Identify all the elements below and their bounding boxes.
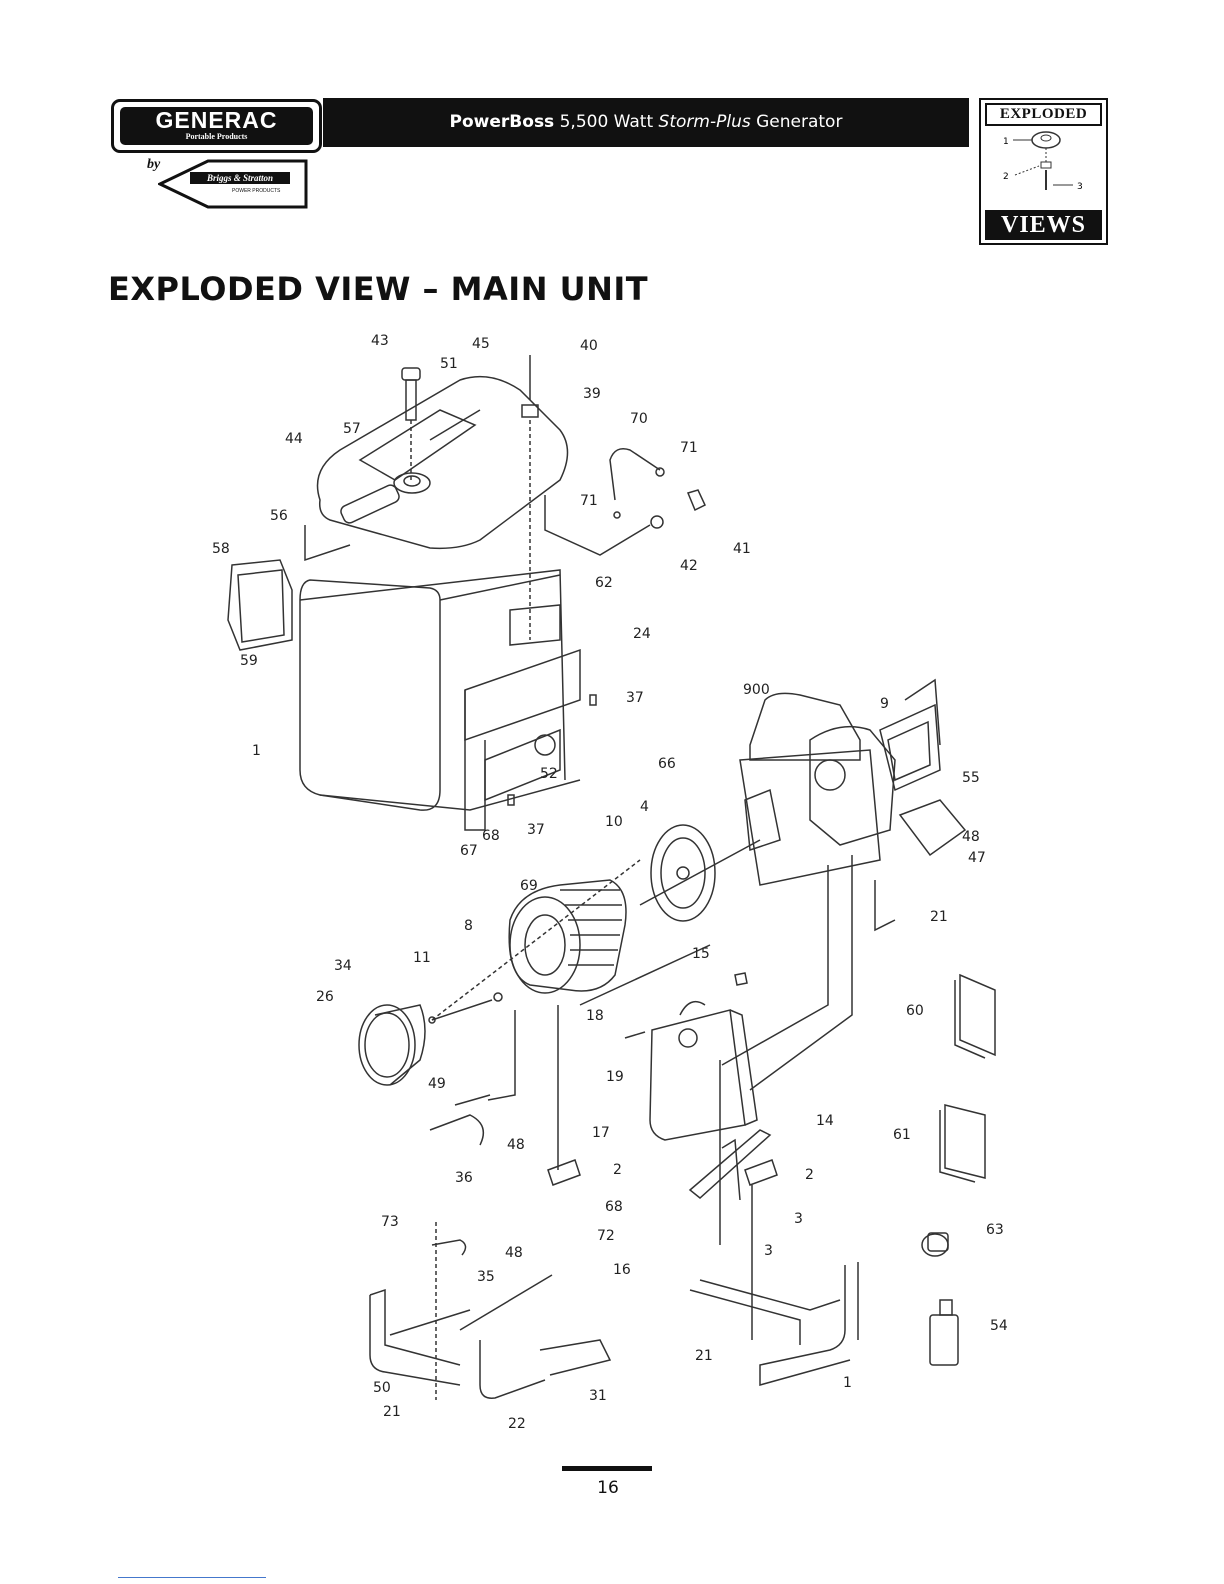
callout-3: 3 xyxy=(794,1211,803,1227)
callout-66: 66 xyxy=(658,756,676,772)
badge-num-2: 2 xyxy=(1003,172,1009,182)
callout-17: 17 xyxy=(592,1125,610,1141)
badge-num-1: 1 xyxy=(1003,137,1009,147)
callout-11: 11 xyxy=(413,950,431,966)
callout-900: 900 xyxy=(743,682,770,698)
by-label: by xyxy=(147,157,161,172)
callout-37: 37 xyxy=(626,690,644,706)
callout-19: 19 xyxy=(606,1069,624,1085)
title-bold: PowerBoss xyxy=(449,112,555,132)
page-number: 16 xyxy=(597,1478,619,1498)
callout-14: 14 xyxy=(816,1113,834,1129)
callout-40: 40 xyxy=(580,338,598,354)
logo-inner: GENERAC Portable Products xyxy=(120,107,313,145)
callout-45: 45 xyxy=(472,336,490,352)
callout-1: 1 xyxy=(843,1375,852,1391)
badge-top-label: EXPLODED xyxy=(985,103,1102,126)
callout-49: 49 xyxy=(428,1076,446,1092)
callout-61: 61 xyxy=(893,1127,911,1143)
partner-brand: Briggs & Stratton xyxy=(190,172,290,184)
callout-15: 15 xyxy=(692,946,710,962)
callout-47: 47 xyxy=(968,850,986,866)
callout-57: 57 xyxy=(343,421,361,437)
logo-sub: Portable Products xyxy=(185,132,248,141)
callout-43: 43 xyxy=(371,333,389,349)
title-italic: Storm-Plus xyxy=(658,112,751,132)
callout-10: 10 xyxy=(605,814,623,830)
callout-48: 48 xyxy=(962,829,980,845)
callout-60: 60 xyxy=(906,1003,924,1019)
callout-42: 42 xyxy=(680,558,698,574)
callout-21: 21 xyxy=(383,1404,401,1420)
badge-parts-icon: 1 2 3 xyxy=(1003,131,1083,192)
callout-68: 68 xyxy=(482,828,500,844)
callout-2: 2 xyxy=(613,1162,622,1178)
callout-58: 58 xyxy=(212,541,230,557)
callout-36: 36 xyxy=(455,1170,473,1186)
callout-63: 63 xyxy=(986,1222,1004,1238)
callout-51: 51 xyxy=(440,356,458,372)
callout-1: 1 xyxy=(252,743,261,759)
callout-56: 56 xyxy=(270,508,288,524)
callout-67: 67 xyxy=(460,843,478,859)
callout-70: 70 xyxy=(630,411,648,427)
generac-logo: GENERAC Portable Products xyxy=(111,99,322,153)
callout-72: 72 xyxy=(597,1228,615,1244)
callout-71: 71 xyxy=(580,493,598,509)
page-title: EXPLODED VIEW – MAIN UNIT xyxy=(108,270,649,308)
callout-34: 34 xyxy=(334,958,352,974)
badge-bottom-label: VIEWS xyxy=(985,210,1102,240)
callout-9: 9 xyxy=(880,696,889,712)
diagram-artwork xyxy=(227,355,996,1400)
callout-68: 68 xyxy=(605,1199,623,1215)
title-end: Generator xyxy=(756,112,843,132)
callout-35: 35 xyxy=(477,1269,495,1285)
product-title: PowerBoss 5,500 Watt Storm-Plus Generato… xyxy=(323,98,969,147)
callout-2: 2 xyxy=(805,1167,814,1183)
callout-22: 22 xyxy=(508,1416,526,1432)
briggs-stratton-diamond-icon xyxy=(158,159,308,209)
page-number-bar xyxy=(562,1466,652,1471)
callout-52: 52 xyxy=(540,766,558,782)
callout-59: 59 xyxy=(240,653,258,669)
callout-3: 3 xyxy=(764,1243,773,1259)
callout-31: 31 xyxy=(589,1388,607,1404)
callout-26: 26 xyxy=(316,989,334,1005)
callout-8: 8 xyxy=(464,918,473,934)
callout-50: 50 xyxy=(373,1380,391,1396)
callout-71: 71 xyxy=(680,440,698,456)
callout-73: 73 xyxy=(381,1214,399,1230)
callout-18: 18 xyxy=(586,1008,604,1024)
callout-41: 41 xyxy=(733,541,751,557)
callout-48: 48 xyxy=(507,1137,525,1153)
callout-24: 24 xyxy=(633,626,651,642)
exploded-view-diagram: 4345405139574470717141425658622459379009… xyxy=(212,333,1008,1432)
callout-21: 21 xyxy=(695,1348,713,1364)
callout-69: 69 xyxy=(520,878,538,894)
partner-sub: POWER PRODUCTS xyxy=(232,188,281,194)
badge-num-3: 3 xyxy=(1077,182,1083,192)
bottom-link-underline[interactable] xyxy=(118,1577,266,1578)
callout-4: 4 xyxy=(640,799,649,815)
callout-37: 37 xyxy=(527,822,545,838)
logo-brand: GENERAC xyxy=(155,107,278,133)
callout-39: 39 xyxy=(583,386,601,402)
callout-16: 16 xyxy=(613,1262,631,1278)
callout-48: 48 xyxy=(505,1245,523,1261)
callout-55: 55 xyxy=(962,770,980,786)
callout-44: 44 xyxy=(285,431,303,447)
callout-21: 21 xyxy=(930,909,948,925)
title-regular: 5,500 Watt xyxy=(559,112,654,132)
callout-62: 62 xyxy=(595,575,613,591)
callout-54: 54 xyxy=(990,1318,1008,1334)
exploded-views-badge: EXPLODED 1 2 3 VIEWS xyxy=(979,98,1108,245)
